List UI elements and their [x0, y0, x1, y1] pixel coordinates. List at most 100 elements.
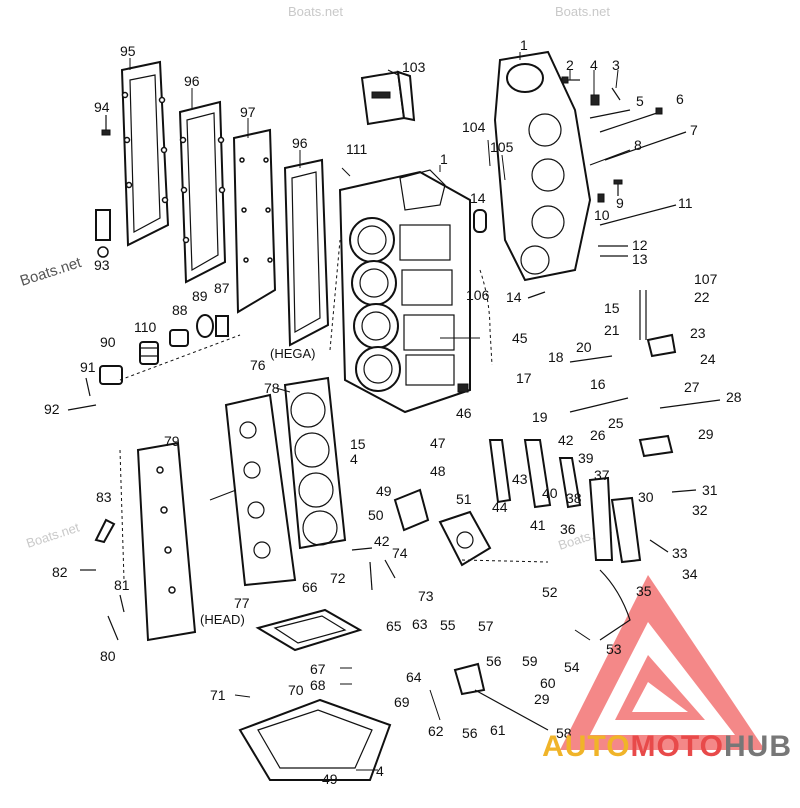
caption-hega: (HEGA) — [270, 346, 316, 361]
label-87: 87 — [214, 280, 230, 296]
lever-60 — [453, 662, 486, 696]
label-17: 17 — [516, 370, 532, 386]
cover-51 — [438, 510, 492, 567]
nut-4 — [590, 94, 600, 106]
label-15b: 15 — [350, 436, 366, 452]
label-21: 21 — [604, 322, 620, 338]
label-41: 41 — [530, 517, 546, 533]
label-90: 90 — [100, 334, 116, 350]
label-78: 78 — [264, 380, 280, 396]
label-105: 105 — [490, 139, 514, 155]
label-5: 5 — [636, 93, 644, 109]
label-61: 61 — [490, 722, 506, 738]
box-103 — [360, 70, 416, 126]
rod-72 — [369, 561, 373, 591]
watermark-mid-left: Boats.net — [24, 519, 81, 550]
dowel-105 — [501, 154, 506, 181]
label-19: 19 — [532, 409, 548, 425]
label-13: 13 — [632, 251, 648, 267]
label-82: 82 — [52, 564, 68, 580]
label-29a: 29 — [698, 426, 714, 442]
link-31 — [671, 489, 697, 493]
bolt-8 — [589, 149, 631, 166]
bracket-29 — [638, 434, 674, 458]
label-12: 12 — [632, 237, 648, 253]
gasket-66 — [255, 608, 363, 652]
rod-35 — [610, 496, 642, 564]
label-45: 45 — [512, 330, 528, 346]
label-46: 46 — [456, 405, 472, 421]
label-53: 53 — [606, 641, 622, 657]
label-47: 47 — [430, 435, 446, 451]
label-106: 106 — [466, 287, 490, 303]
label-6: 6 — [676, 91, 684, 107]
watermark-logo: AUTOMOTOHUB — [542, 730, 792, 764]
label-26: 26 — [590, 427, 606, 443]
label-83: 83 — [96, 489, 112, 505]
label-59: 59 — [522, 653, 538, 669]
label-28: 28 — [726, 389, 742, 405]
label-35: 35 — [636, 583, 652, 599]
label-76: 76 — [250, 357, 266, 373]
label-3: 3 — [612, 57, 620, 73]
rod-53 — [599, 569, 631, 641]
housing-90 — [99, 365, 123, 385]
label-65: 65 — [386, 618, 402, 634]
gasket-96-second — [283, 158, 330, 347]
cover-50 — [393, 488, 430, 532]
watermark-top: Boats.net — [288, 4, 343, 19]
label-95: 95 — [120, 43, 136, 59]
label-33: 33 — [672, 545, 688, 561]
label-44: 44 — [492, 499, 508, 515]
logo-moto: MOTO — [630, 730, 724, 763]
label-42a: 42 — [558, 432, 574, 448]
lever-20 — [569, 355, 613, 363]
thermostat-110 — [139, 341, 159, 365]
label-94: 94 — [94, 99, 110, 115]
label-1a: 1 — [520, 37, 528, 53]
label-49b: 49 — [322, 771, 338, 787]
label-97: 97 — [240, 104, 256, 120]
rod-36 — [588, 476, 614, 561]
label-81: 81 — [114, 577, 130, 593]
label-34: 34 — [682, 566, 698, 582]
tag-93 — [95, 209, 111, 258]
label-79: 79 — [164, 433, 180, 449]
label-91: 91 — [80, 359, 96, 375]
label-15a: 15 — [604, 300, 620, 316]
label-103: 103 — [402, 59, 426, 75]
bolt-7 — [604, 131, 687, 161]
label-96a: 96 — [184, 73, 200, 89]
label-18: 18 — [548, 349, 564, 365]
label-74: 74 — [392, 545, 408, 561]
label-48: 48 — [430, 463, 446, 479]
logo-hub: HUB — [724, 730, 792, 763]
label-67: 67 — [310, 661, 326, 677]
rod-28 — [659, 399, 721, 409]
label-68: 68 — [310, 677, 326, 693]
cylinder-block — [338, 169, 471, 414]
seal-87 — [215, 315, 229, 337]
label-52: 52 — [542, 584, 558, 600]
label-14b: 14 — [506, 289, 522, 305]
pointer-111 — [341, 167, 351, 177]
label-49a: 49 — [376, 483, 392, 499]
label-4c: 4 — [376, 763, 384, 779]
label-8: 8 — [634, 137, 642, 153]
label-4a: 4 — [590, 57, 598, 73]
bolt-14b — [527, 291, 546, 299]
label-96b: 96 — [292, 135, 308, 151]
label-39: 39 — [578, 450, 594, 466]
dowel-104 — [487, 139, 491, 167]
bolt-80 — [107, 615, 119, 641]
label-11: 11 — [678, 195, 693, 211]
label-54: 54 — [564, 659, 580, 675]
label-56b: 56 — [462, 725, 478, 741]
pipe-22 — [639, 290, 647, 340]
cover-plate-79 — [136, 441, 197, 642]
bolt-3 — [611, 87, 621, 101]
label-23: 23 — [690, 325, 706, 341]
bolt-5 — [589, 109, 631, 119]
label-57: 57 — [478, 618, 494, 634]
